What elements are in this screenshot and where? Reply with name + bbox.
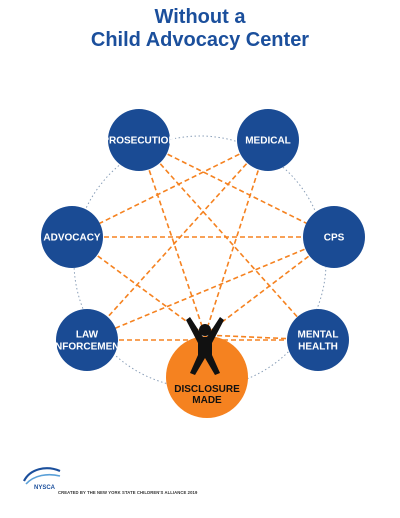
child-figure-icon: [186, 317, 224, 375]
connection-medical-law-enforcement: [86, 139, 269, 341]
connection-prosecution-disclosure: [138, 139, 206, 336]
node-label-line: MENTAL: [298, 330, 339, 341]
node-label-line: MEDICAL: [245, 136, 291, 147]
node-label-line: PROSECUTION: [102, 136, 175, 147]
node-prosecution: PROSECUTION: [102, 109, 176, 171]
node-medical: MEDICAL: [237, 109, 299, 171]
node-label-line: HEALTH: [298, 342, 338, 353]
node-advocacy: ADVOCACY: [41, 206, 103, 268]
connection-medical-advocacy: [71, 139, 269, 238]
title-line-1: Without a: [154, 6, 246, 28]
disclosure-circle: [166, 336, 248, 418]
node-label-line: DISCLOSURE: [174, 384, 240, 395]
node-label-line: ENFORCEMENT: [48, 342, 125, 353]
connection-cps-law-enforcement: [86, 236, 335, 341]
node-label-line: ADVOCACY: [43, 233, 101, 244]
connection-prosecution-mental-health: [138, 139, 319, 341]
node-label-line: CPS: [324, 233, 345, 244]
node-circle: [287, 309, 349, 371]
page-title: Without a Child Advocacy Center: [0, 6, 400, 52]
agency-nodes: PROSECUTION MEDICAL ADVOCACY CPS LAWENFORCEM…: [41, 109, 365, 371]
credit-text: CREATED BY THE NEW YORK STATE CHILDREN'S…: [58, 490, 198, 495]
node-label-line: MADE: [192, 395, 222, 406]
logo-text: NYSCA: [34, 485, 56, 491]
node-circle: [237, 109, 299, 171]
connections: [71, 139, 335, 341]
connection-medical-disclosure: [204, 139, 269, 336]
node-circle: [303, 206, 365, 268]
node-label-line: LAW: [76, 330, 99, 341]
connection-prosecution-cps: [138, 139, 335, 238]
node-circle: [41, 206, 103, 268]
node-circle: [108, 109, 170, 171]
title-line-2: Child Advocacy Center: [90, 29, 310, 51]
node-circle: [56, 309, 118, 371]
nysca-logo: NYSCA: [23, 467, 61, 491]
node-cps: CPS: [303, 206, 365, 268]
